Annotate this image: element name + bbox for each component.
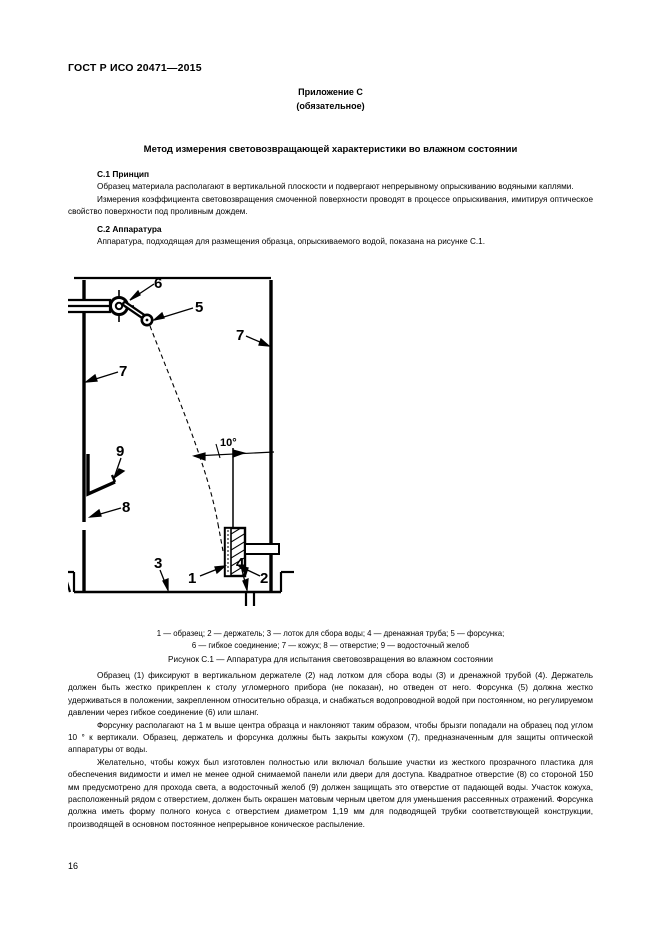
figure-caption: Рисунок С.1 — Аппаратура для испытания с… xyxy=(168,655,493,664)
water-gutter xyxy=(86,454,117,497)
annex-title: Приложение С xyxy=(298,87,363,97)
sample-holder xyxy=(223,526,280,578)
upper-body-content: С.1 Принцип Образец материала располагаю… xyxy=(68,168,593,248)
paragraph-body-3: Желательно, чтобы кожух был изготовлен п… xyxy=(68,757,593,829)
callout-1: 1 xyxy=(188,570,196,587)
nozzle-assembly xyxy=(122,301,154,327)
collection-tray xyxy=(68,570,294,593)
page-title: Метод измерения световозвращающей характ… xyxy=(143,144,518,155)
annex-subtitle: (обязательное) xyxy=(296,100,365,111)
standard-header: ГОСТ Р ИСО 20471—2015 xyxy=(68,62,202,74)
callout-7-right: 7 xyxy=(236,327,244,344)
apparatus-diagram: 10° xyxy=(68,276,294,606)
page-number: 16 xyxy=(68,861,79,871)
paragraph-c1-1: Образец материала располагают в вертикал… xyxy=(97,182,574,192)
spray-trajectory xyxy=(149,325,224,552)
figure-legend-line-1: 1 — образец; 2 — держатель; 3 — лоток дл… xyxy=(156,629,505,638)
section-heading-c2: С.2 Аппаратура xyxy=(97,223,162,234)
callout-8: 8 xyxy=(122,499,130,516)
paragraph-c1-2: Измерения коэффициента световозвращения … xyxy=(68,194,593,217)
callout-leaders xyxy=(83,283,271,593)
angle-label: 10° xyxy=(220,437,237,449)
angle-dimension xyxy=(192,443,275,461)
figure-c1: 10° xyxy=(68,276,593,618)
figure-legend-line-2: 6 — гибкое соединение; 7 — кожух; 8 — от… xyxy=(191,640,470,650)
supply-pipe xyxy=(68,298,112,314)
callout-9: 9 xyxy=(116,443,124,460)
drain-pipe xyxy=(244,592,256,606)
callout-5: 5 xyxy=(195,299,203,316)
flexible-joint xyxy=(104,290,134,322)
figure-canvas: 10° xyxy=(68,276,593,618)
callout-2: 2 xyxy=(260,570,268,587)
paragraph-body-2: Форсунку располагают на 1 м выше центра … xyxy=(68,720,593,755)
lower-body-content: Образец (1) фиксируют в вертикальном дер… xyxy=(68,670,593,831)
callout-7-left: 7 xyxy=(119,363,127,380)
paragraph-c2-1: Аппаратура, подходящая для размещения об… xyxy=(97,237,486,247)
paragraph-body-1: Образец (1) фиксируют в вертикальном дер… xyxy=(68,671,593,718)
figure-legend: 1 — образец; 2 — держатель; 3 — лоток дл… xyxy=(0,628,661,651)
section-heading-c1: С.1 Принцип xyxy=(97,169,150,179)
annex-heading-block: Приложение С (обязательное) xyxy=(0,86,661,113)
callout-3: 3 xyxy=(154,555,162,572)
callout-6: 6 xyxy=(154,276,162,292)
callout-4: 4 xyxy=(236,555,245,572)
